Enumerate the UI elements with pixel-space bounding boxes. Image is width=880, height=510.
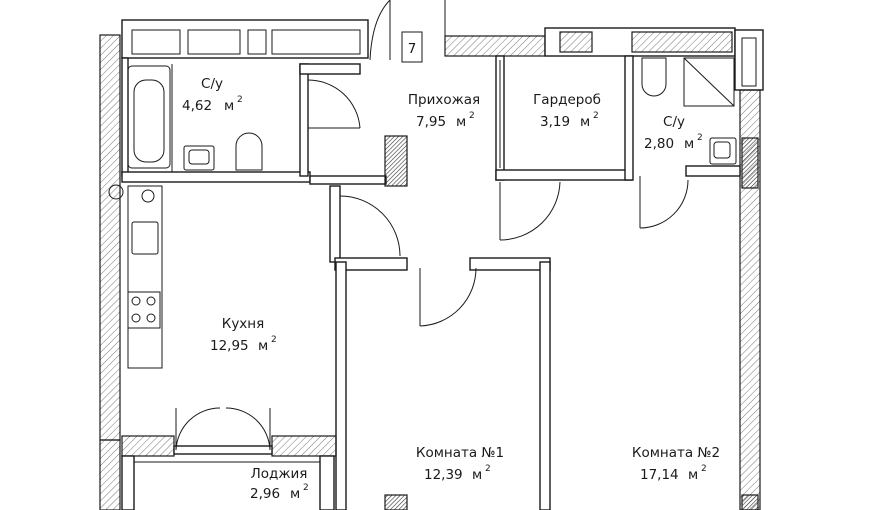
room-unit: м — [688, 467, 698, 483]
room-label-room-2: Комната №2 17,14 м 2 — [632, 445, 720, 483]
room-unit-sup: 2 — [303, 483, 309, 493]
room-area: 4,62 — [182, 98, 212, 114]
room-area: 3,19 — [540, 114, 570, 130]
room-area: 12,39 — [424, 467, 463, 483]
room-label-loggia: Лоджия 2,96 м 2 — [250, 466, 309, 502]
interior-walls — [121, 55, 741, 510]
room-label-hall: Прихожая 7,95 м 2 — [408, 92, 480, 130]
room-name: Кухня — [222, 316, 265, 332]
room-area: 7,95 — [416, 114, 446, 130]
room-unit-sup: 2 — [701, 464, 707, 474]
room-unit-sup: 2 — [697, 133, 703, 143]
room-unit: м — [456, 114, 466, 130]
room-unit: м — [472, 467, 482, 483]
room-labels: С/у 4,62 м 2 Прихожая 7,95 м 2 Гардероб … — [182, 76, 720, 502]
room-unit-sup: 2 — [237, 95, 243, 105]
doors — [175, 0, 689, 451]
room-unit: м — [258, 338, 268, 354]
room-label-bath-2: С/у 2,80 м 2 — [644, 114, 703, 152]
room-name: Прихожая — [408, 92, 480, 108]
room-unit-sup: 2 — [593, 111, 599, 121]
room-label-kitchen: Кухня 12,95 м 2 — [210, 316, 277, 354]
room-label-room-1: Комната №1 12,39 м 2 — [416, 445, 504, 483]
room-unit-sup: 2 — [469, 111, 475, 121]
room-name: Гардероб — [533, 92, 601, 108]
room-name: Комната №2 — [632, 445, 720, 461]
room-unit: м — [224, 98, 234, 114]
room-unit: м — [580, 114, 590, 130]
room-name: Лоджия — [251, 466, 308, 482]
room-unit-sup: 2 — [485, 464, 491, 474]
room-area: 12,95 — [210, 338, 249, 354]
room-name: С/у — [663, 114, 685, 130]
exterior-walls — [99, 19, 764, 510]
room-name: Комната №1 — [416, 445, 504, 461]
room-unit-sup: 2 — [271, 335, 277, 345]
entrance-number: 7 — [408, 41, 417, 57]
room-area: 2,80 — [644, 136, 674, 152]
room-unit: м — [290, 486, 300, 502]
room-label-wardrobe: Гардероб 3,19 м 2 — [533, 92, 601, 130]
room-area: 2,96 — [250, 486, 280, 502]
room-name: С/у — [201, 76, 223, 92]
room-label-bath-1: С/у 4,62 м 2 — [182, 76, 243, 114]
room-unit: м — [684, 136, 694, 152]
entrance-marker: 7 — [401, 31, 423, 63]
fixtures — [108, 57, 737, 369]
room-area: 17,14 — [640, 467, 679, 483]
